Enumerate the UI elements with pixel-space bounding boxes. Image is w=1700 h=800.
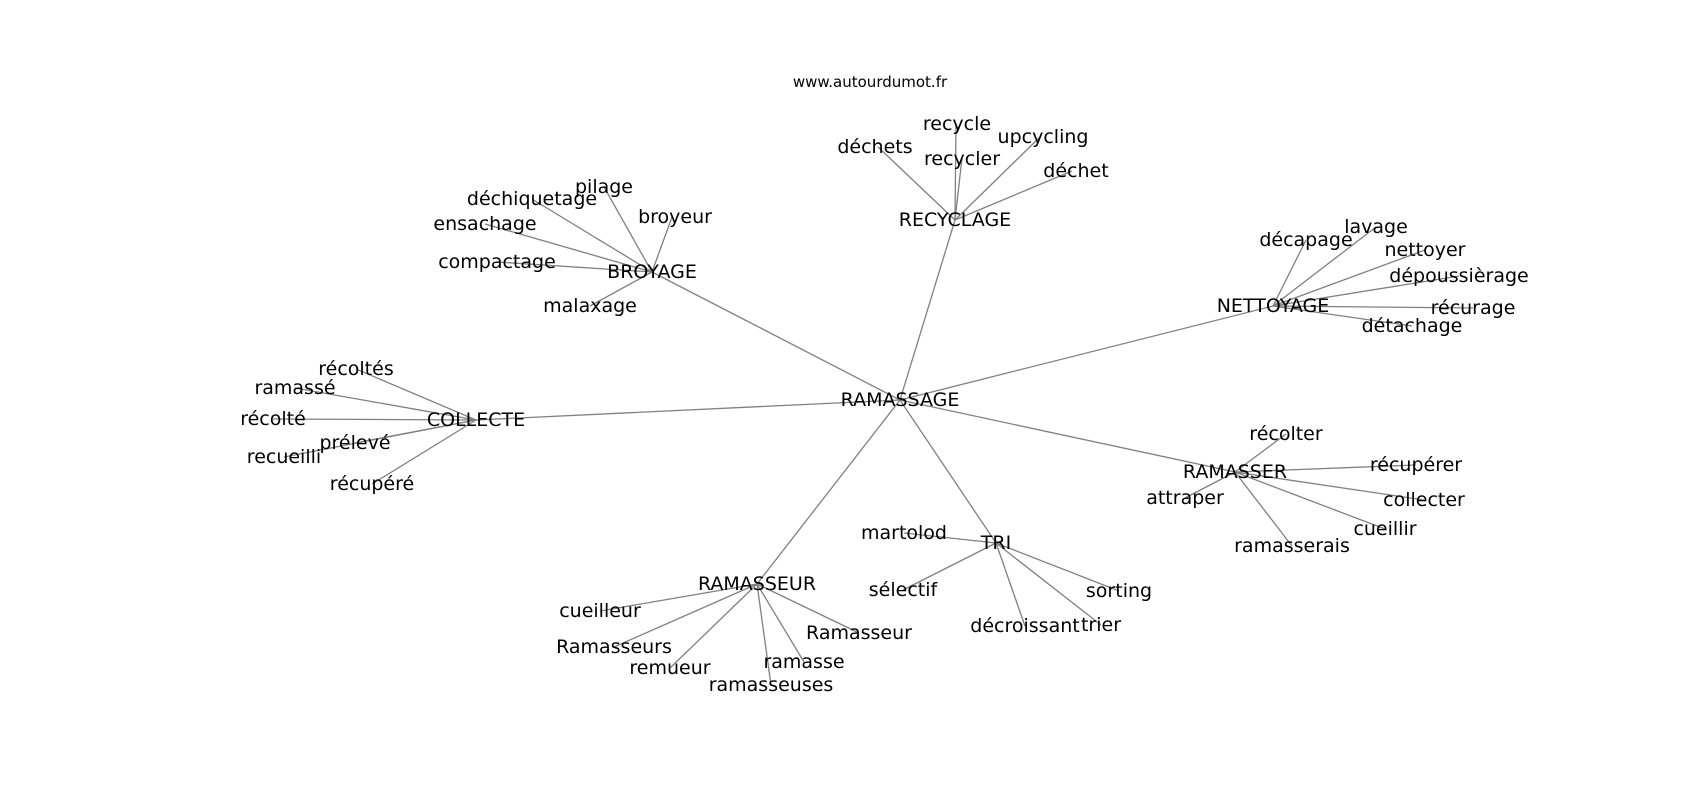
- leaf-node-label: ramassé: [254, 377, 335, 399]
- edge-ramasseur-leaf: [599, 583, 758, 612]
- leaf-node-label: nettoyer: [1384, 239, 1465, 261]
- leaf-node-label: compactage: [438, 251, 556, 273]
- edge-root-to-nettoyage: [899, 305, 1274, 401]
- edge-nettoyage-leaf: [1272, 249, 1426, 307]
- leaf-node-label: remueur: [629, 657, 710, 679]
- edge-tri-leaf: [903, 532, 997, 544]
- leaf-node-label: récurage: [1431, 297, 1516, 319]
- hub-node-label: BROYAGE: [607, 261, 697, 283]
- edge-collecte-leaf: [355, 368, 477, 421]
- edge-broyage-leaf: [484, 223, 653, 273]
- edge-ramasseur-leaf: [669, 583, 758, 669]
- edge-root-to-ramasseur: [756, 399, 901, 585]
- leaf-node-label: attraper: [1146, 487, 1224, 509]
- leaf-node-label: décroissant: [970, 615, 1079, 637]
- edge-ramasseur-leaf: [756, 583, 860, 634]
- leaf-node-label: récupéré: [330, 473, 414, 495]
- leaf-node-label: déchets: [837, 136, 912, 158]
- edge-collecte-leaf: [272, 418, 477, 421]
- leaf-node-label: recycler: [924, 148, 1000, 170]
- edge-broyage-leaf: [496, 261, 653, 273]
- hub-node-label: COLLECTE: [427, 409, 525, 431]
- leaf-node-label: déchiquetage: [467, 188, 597, 210]
- leaf-node-label: lavage: [1344, 216, 1408, 238]
- edge-root-to-collecte: [475, 399, 901, 421]
- site-watermark: www.autourdumot.fr: [793, 73, 948, 91]
- leaf-node-label: dépoussièrage: [1389, 265, 1528, 287]
- leaf-node-label: récolter: [1249, 423, 1323, 445]
- leaf-node-label: Ramasseur: [806, 622, 912, 644]
- edge-recyclage-leaf: [954, 170, 1073, 221]
- edge-root-to-tri: [899, 399, 997, 544]
- edge-ramasseur-leaf: [613, 583, 758, 648]
- edge-tri-leaf: [995, 542, 1102, 626]
- leaf-node-label: décapage: [1259, 229, 1352, 251]
- leaf-node-label: malaxage: [543, 295, 637, 317]
- leaf-node-label: collecter: [1383, 489, 1465, 511]
- edge-recyclage-leaf: [954, 157, 963, 221]
- leaf-node-label: trier: [1081, 614, 1121, 636]
- edges-layer: [272, 123, 1474, 686]
- edge-nettoyage-leaf: [1272, 239, 1307, 307]
- edge-ramasser-leaf: [1234, 464, 1417, 473]
- edge-ramasser-leaf: [1234, 471, 1293, 547]
- edge-ramasseur-leaf: [756, 583, 805, 663]
- edge-ramasseur-leaf: [756, 583, 772, 686]
- edge-tri-leaf: [995, 542, 1120, 592]
- edge-recyclage-leaf: [954, 123, 957, 221]
- edge-root-to-broyage: [651, 271, 901, 401]
- hub-node-label: RECYCLAGE: [899, 209, 1011, 231]
- edge-tri-leaf: [902, 542, 997, 591]
- edge-ramasser-leaf: [1234, 471, 1386, 530]
- root-node-label: RAMASSAGE: [841, 389, 960, 411]
- edge-root-to-recyclage: [899, 219, 956, 401]
- edge-ramasser-leaf: [1234, 471, 1425, 501]
- labels-layer: RAMASSAGE RECYCLAGE déchets recycle recycler…: [240, 113, 1529, 696]
- leaf-node-label: upcycling: [998, 126, 1089, 148]
- leaf-node-label: détachage: [1362, 315, 1463, 337]
- edge-recyclage-leaf: [877, 146, 956, 221]
- leaf-node-label: broyeur: [638, 206, 712, 228]
- leaf-node-label: récoltés: [318, 358, 393, 380]
- edge-recyclage-leaf: [954, 136, 1041, 221]
- edge-ramasser-leaf: [1234, 433, 1287, 473]
- leaf-node-label: Ramasseurs: [556, 636, 672, 658]
- leaf-node-label: cueilleur: [559, 600, 641, 622]
- leaf-node-label: ramasserais: [1234, 535, 1350, 557]
- leaf-node-label: recueilli: [247, 446, 321, 468]
- edge-root-to-ramasser: [899, 399, 1236, 473]
- hub-node-label: RAMASSER: [1183, 461, 1287, 483]
- edge-nettoyage-leaf: [1272, 226, 1377, 307]
- edge-broyage-leaf: [651, 216, 673, 273]
- leaf-node-label: sélectif: [869, 579, 939, 601]
- edge-ramasser-leaf: [1184, 471, 1236, 499]
- leaf-node-label: sorting: [1086, 580, 1152, 602]
- edge-tri-leaf: [995, 542, 1026, 627]
- leaf-node-label: récupérer: [1370, 454, 1462, 476]
- hub-node-label: TRI: [980, 532, 1011, 554]
- edge-nettoyage-leaf: [1272, 305, 1474, 309]
- leaf-node-label: recycle: [923, 113, 991, 135]
- hub-node-label: NETTOYAGE: [1217, 295, 1330, 317]
- leaf-node-label: ensachage: [433, 213, 536, 235]
- leaf-node-label: martolod: [861, 522, 947, 544]
- edge-collecte-leaf: [371, 419, 477, 485]
- leaf-node-label: récolté: [240, 408, 306, 430]
- leaf-node-label: cueillir: [1353, 518, 1416, 540]
- leaf-node-label: ramasse: [763, 651, 844, 673]
- leaf-node-label: ramasseuses: [709, 674, 834, 696]
- edge-nettoyage-leaf: [1272, 275, 1460, 307]
- edge-nettoyage-leaf: [1272, 305, 1413, 327]
- edge-broyage-leaf: [603, 186, 653, 273]
- leaf-node-label: pilage: [575, 176, 633, 198]
- leaf-node-label: prélevé: [319, 432, 390, 454]
- edge-collecte-leaf: [294, 387, 477, 421]
- edge-collecte-leaf: [283, 419, 477, 458]
- edge-broyage-leaf: [589, 271, 653, 307]
- hub-node-label: RAMASSEUR: [698, 573, 816, 595]
- edge-broyage-leaf: [531, 198, 653, 273]
- leaf-node-label: déchet: [1043, 160, 1108, 182]
